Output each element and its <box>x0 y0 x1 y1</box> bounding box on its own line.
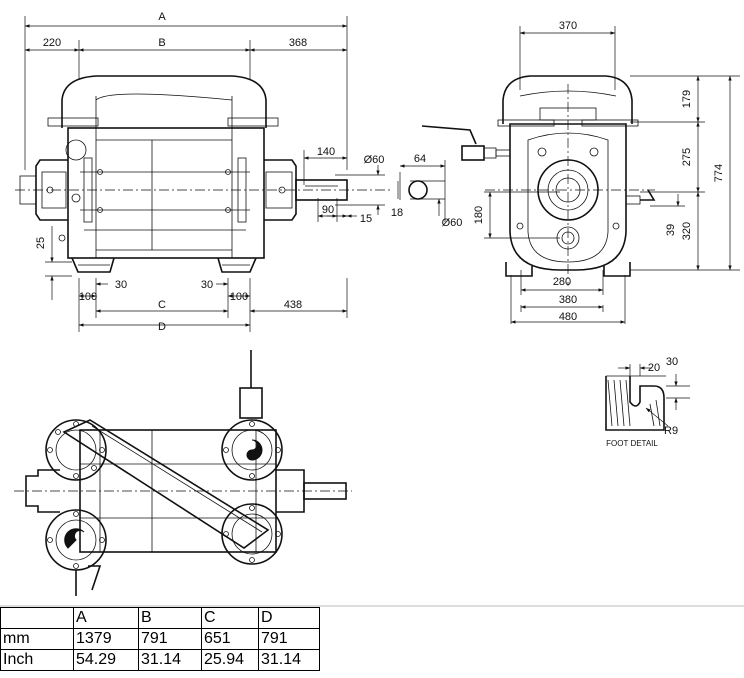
table-cell: 1379 <box>73 628 139 650</box>
dim-370-label: 370 <box>559 20 577 32</box>
dim-30-right-label: 30 <box>201 279 213 291</box>
table-header-cell: B <box>138 607 202 629</box>
dim-774-label: 774 <box>713 164 725 182</box>
dim-275-label: 275 <box>681 148 693 166</box>
foot-dim-20-label: 20 <box>648 362 660 374</box>
table-header-cell <box>0 607 74 629</box>
table-cell: 791 <box>138 628 202 650</box>
dim-18-label: 18 <box>391 207 403 219</box>
dim-D-label: D <box>158 321 166 333</box>
dim-368-label: 368 <box>289 37 307 49</box>
dim-220-label: 220 <box>43 37 61 49</box>
table-row-label: Inch <box>0 649 74 671</box>
dimension-table: A B C D mm 1379 791 651 791 Inch 54.29 3… <box>0 607 320 671</box>
side-view: A 220 B 368 140 Ø60 90 15 25 30 30 100 1… <box>15 11 390 333</box>
side-view-dimensions <box>24 16 385 332</box>
table-header-cell: A <box>73 607 139 629</box>
table-cell: 25.94 <box>201 649 259 671</box>
dim-A-label: A <box>158 11 166 23</box>
dim-100-left-label: 100 <box>79 291 97 303</box>
dim-90-label: 90 <box>322 204 334 216</box>
dim-280-label: 280 <box>553 276 571 288</box>
table-header-cell: D <box>258 607 320 629</box>
end-view-dimensions <box>484 26 740 324</box>
table-row-label: mm <box>0 628 74 650</box>
foot-dim-30-label: 30 <box>666 356 678 368</box>
dim-d60-key-label: Ø60 <box>442 217 463 229</box>
foot-detail: 20 30 R9 FOOT DETAIL <box>605 356 690 448</box>
foot-dim-r9-label: R9 <box>664 425 678 437</box>
table-row: Inch 54.29 31.14 25.94 31.14 <box>0 649 320 671</box>
dim-140-label: 140 <box>317 146 335 158</box>
end-view: 370 179 275 320 774 39 180 280 380 480 <box>421 20 740 324</box>
table-cell: 54.29 <box>73 649 139 671</box>
dim-30-left-label: 30 <box>115 279 127 291</box>
dim-15-label: 15 <box>360 213 372 225</box>
table-cell: 31.14 <box>258 649 320 671</box>
dim-25-label: 25 <box>35 237 47 249</box>
dim-100-right-label: 100 <box>230 291 248 303</box>
pump-end-outline <box>421 75 656 286</box>
pump-side-outline <box>15 75 390 273</box>
dim-64-label: 64 <box>414 153 426 165</box>
foot-detail-caption: FOOT DETAIL <box>606 439 658 448</box>
shaft-key-detail: 64 18 Ø60 <box>391 153 463 229</box>
table-row: mm 1379 791 651 791 <box>0 628 320 650</box>
table-cell: 651 <box>201 628 259 650</box>
dim-C-label: C <box>158 299 166 311</box>
dim-180-label: 180 <box>473 206 485 224</box>
dim-320-label: 320 <box>681 222 693 240</box>
table-cell: 31.14 <box>138 649 202 671</box>
dim-B-label: B <box>158 37 165 49</box>
table-header-row: A B C D <box>0 607 320 629</box>
dim-438-label: 438 <box>284 299 302 311</box>
dim-39-label: 39 <box>665 224 677 236</box>
dim-179-label: 179 <box>681 90 693 108</box>
dim-480-label: 480 <box>559 311 577 323</box>
dim-380-label: 380 <box>559 294 577 306</box>
top-view <box>14 350 352 596</box>
dim-d60-label: Ø60 <box>364 154 385 166</box>
table-header-cell: C <box>201 607 259 629</box>
table-cell: 791 <box>258 628 320 650</box>
